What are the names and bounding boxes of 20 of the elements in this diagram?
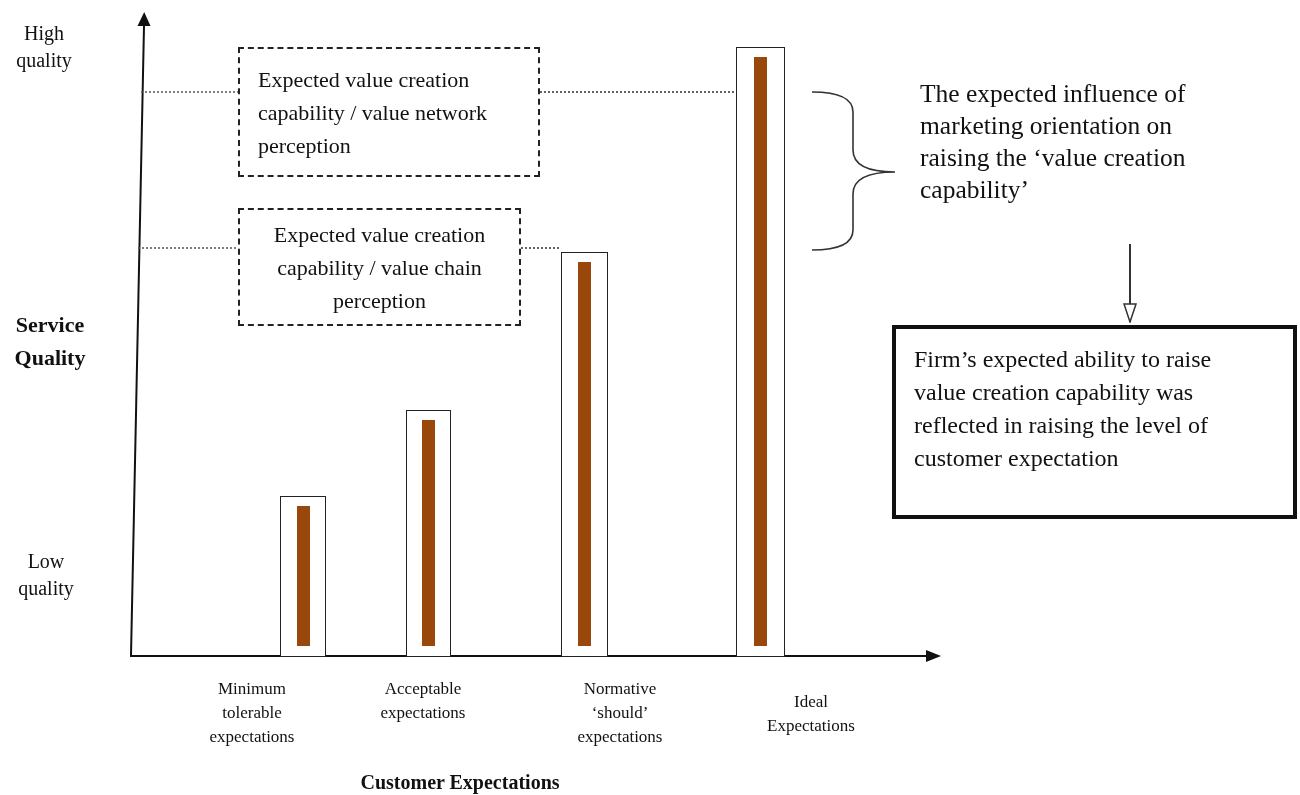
box-text: Expected value creation capability / value network perception	[258, 65, 489, 160]
category-label: Minimum tolerable expectations	[208, 678, 296, 748]
category-label: Ideal Expectations	[766, 691, 856, 737]
axis-label: Low quality	[17, 549, 75, 602]
box-text: Expected value creation capability / value chain perception	[272, 220, 487, 315]
category-label: Acceptable expectations	[379, 678, 467, 724]
box-text: Firm’s expected ability to raise value creation capability was reflected in raising the level of customer expectation	[914, 346, 1212, 471]
box-text: The expected influence of marketing orientation on raising the ‘value creation capability’	[920, 79, 1186, 204]
axis-title: Service Quality	[13, 311, 87, 372]
bar	[561, 252, 608, 657]
axis-label: High quality	[15, 21, 73, 74]
category-label: Normative ‘should’ expectations	[576, 678, 664, 748]
result-box	[892, 325, 1297, 519]
dashed-box	[238, 47, 540, 177]
bar	[280, 496, 326, 657]
axis-title: Customer Expectations	[359, 770, 561, 795]
bar	[406, 410, 451, 657]
bar	[736, 47, 785, 657]
dashed-box	[238, 208, 521, 326]
hollow-arrow	[1123, 243, 1137, 323]
